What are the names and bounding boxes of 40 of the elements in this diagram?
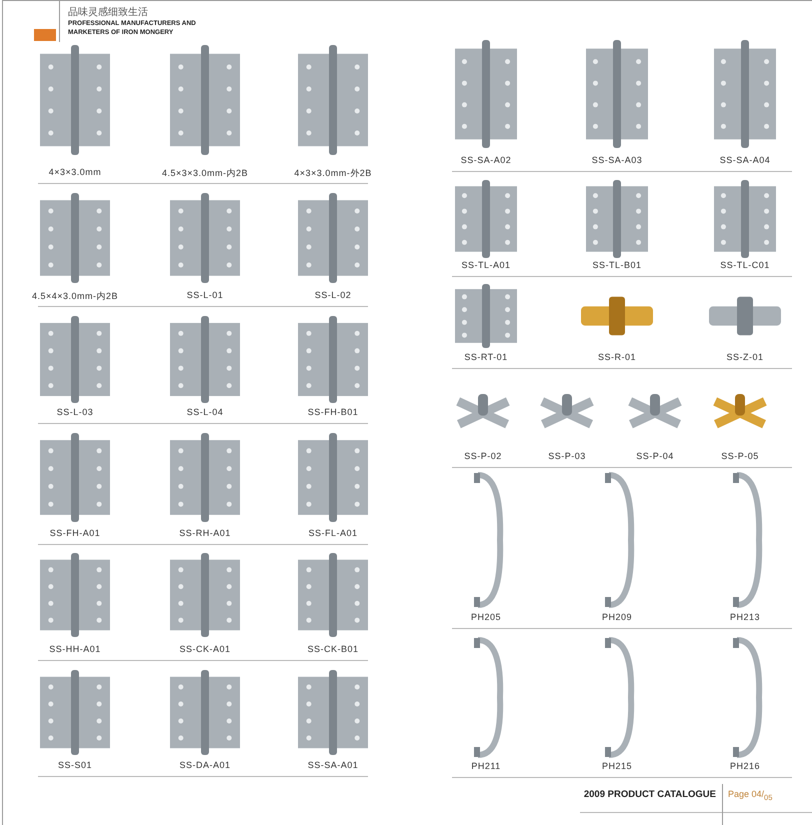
product-code: SS-RT-01: [464, 352, 508, 362]
product-code: PH213: [730, 612, 760, 622]
product-code: 4×3×3.0mm-外2B: [294, 167, 372, 180]
product-code: PH205: [470, 612, 502, 622]
product-code: SS-TL-B01: [592, 260, 642, 270]
product-code: SS-TL-A01: [461, 260, 511, 270]
product-code: SS-L-02: [314, 290, 352, 300]
product-code: PH211: [471, 761, 501, 771]
product-code: SS-FH-B01: [308, 407, 358, 417]
catalogue-title: 2009 PRODUCT CATALOGUE: [584, 789, 716, 800]
product-code: SS-CK-B01: [307, 644, 359, 654]
product-code: SS-L-01: [186, 290, 224, 300]
product-code: SS-TL-C01: [720, 260, 770, 270]
product-code: SS-Z-01: [726, 352, 764, 362]
product-code: SS-P-04: [636, 451, 674, 461]
product-code: SS-P-03: [548, 451, 586, 461]
page-number: Page 04/$_{05}$: [728, 789, 772, 802]
product-code: SS-RH-A01: [179, 528, 231, 538]
product-code: SS-SA-A01: [308, 760, 358, 770]
product-code: 4.5×4×3.0mm-内2B: [32, 290, 118, 303]
product-code: PH216: [730, 761, 760, 771]
product-code: SS-CK-A01: [179, 644, 231, 654]
product-code: SS-S01: [58, 760, 92, 770]
product-code: SS-P-05: [721, 451, 759, 461]
product-code: SS-L-04: [186, 407, 224, 417]
product-code: SS-FL-A01: [308, 528, 358, 538]
slogan: 品味灵感细致生活: [68, 6, 148, 19]
product-code: SS-DA-A01: [179, 760, 231, 770]
product-code: 4×3×3.0mm: [48, 167, 102, 177]
product-code: SS-SA-A03: [592, 155, 642, 165]
product-code: SS-R-01: [598, 352, 636, 362]
product-code: SS-SA-A04: [720, 155, 770, 165]
product-code: PH209: [602, 612, 632, 622]
product-code: SS-FH-A01: [50, 528, 100, 538]
product-code: PH215: [602, 761, 632, 771]
product-code: SS-P-02: [464, 451, 502, 461]
product-code: SS-HH-A01: [49, 644, 101, 654]
product-code: 4.5×3×3.0mm-内2B: [162, 167, 248, 180]
product-code: SS-L-03: [56, 407, 94, 417]
product-code: SS-SA-A02: [460, 155, 512, 165]
